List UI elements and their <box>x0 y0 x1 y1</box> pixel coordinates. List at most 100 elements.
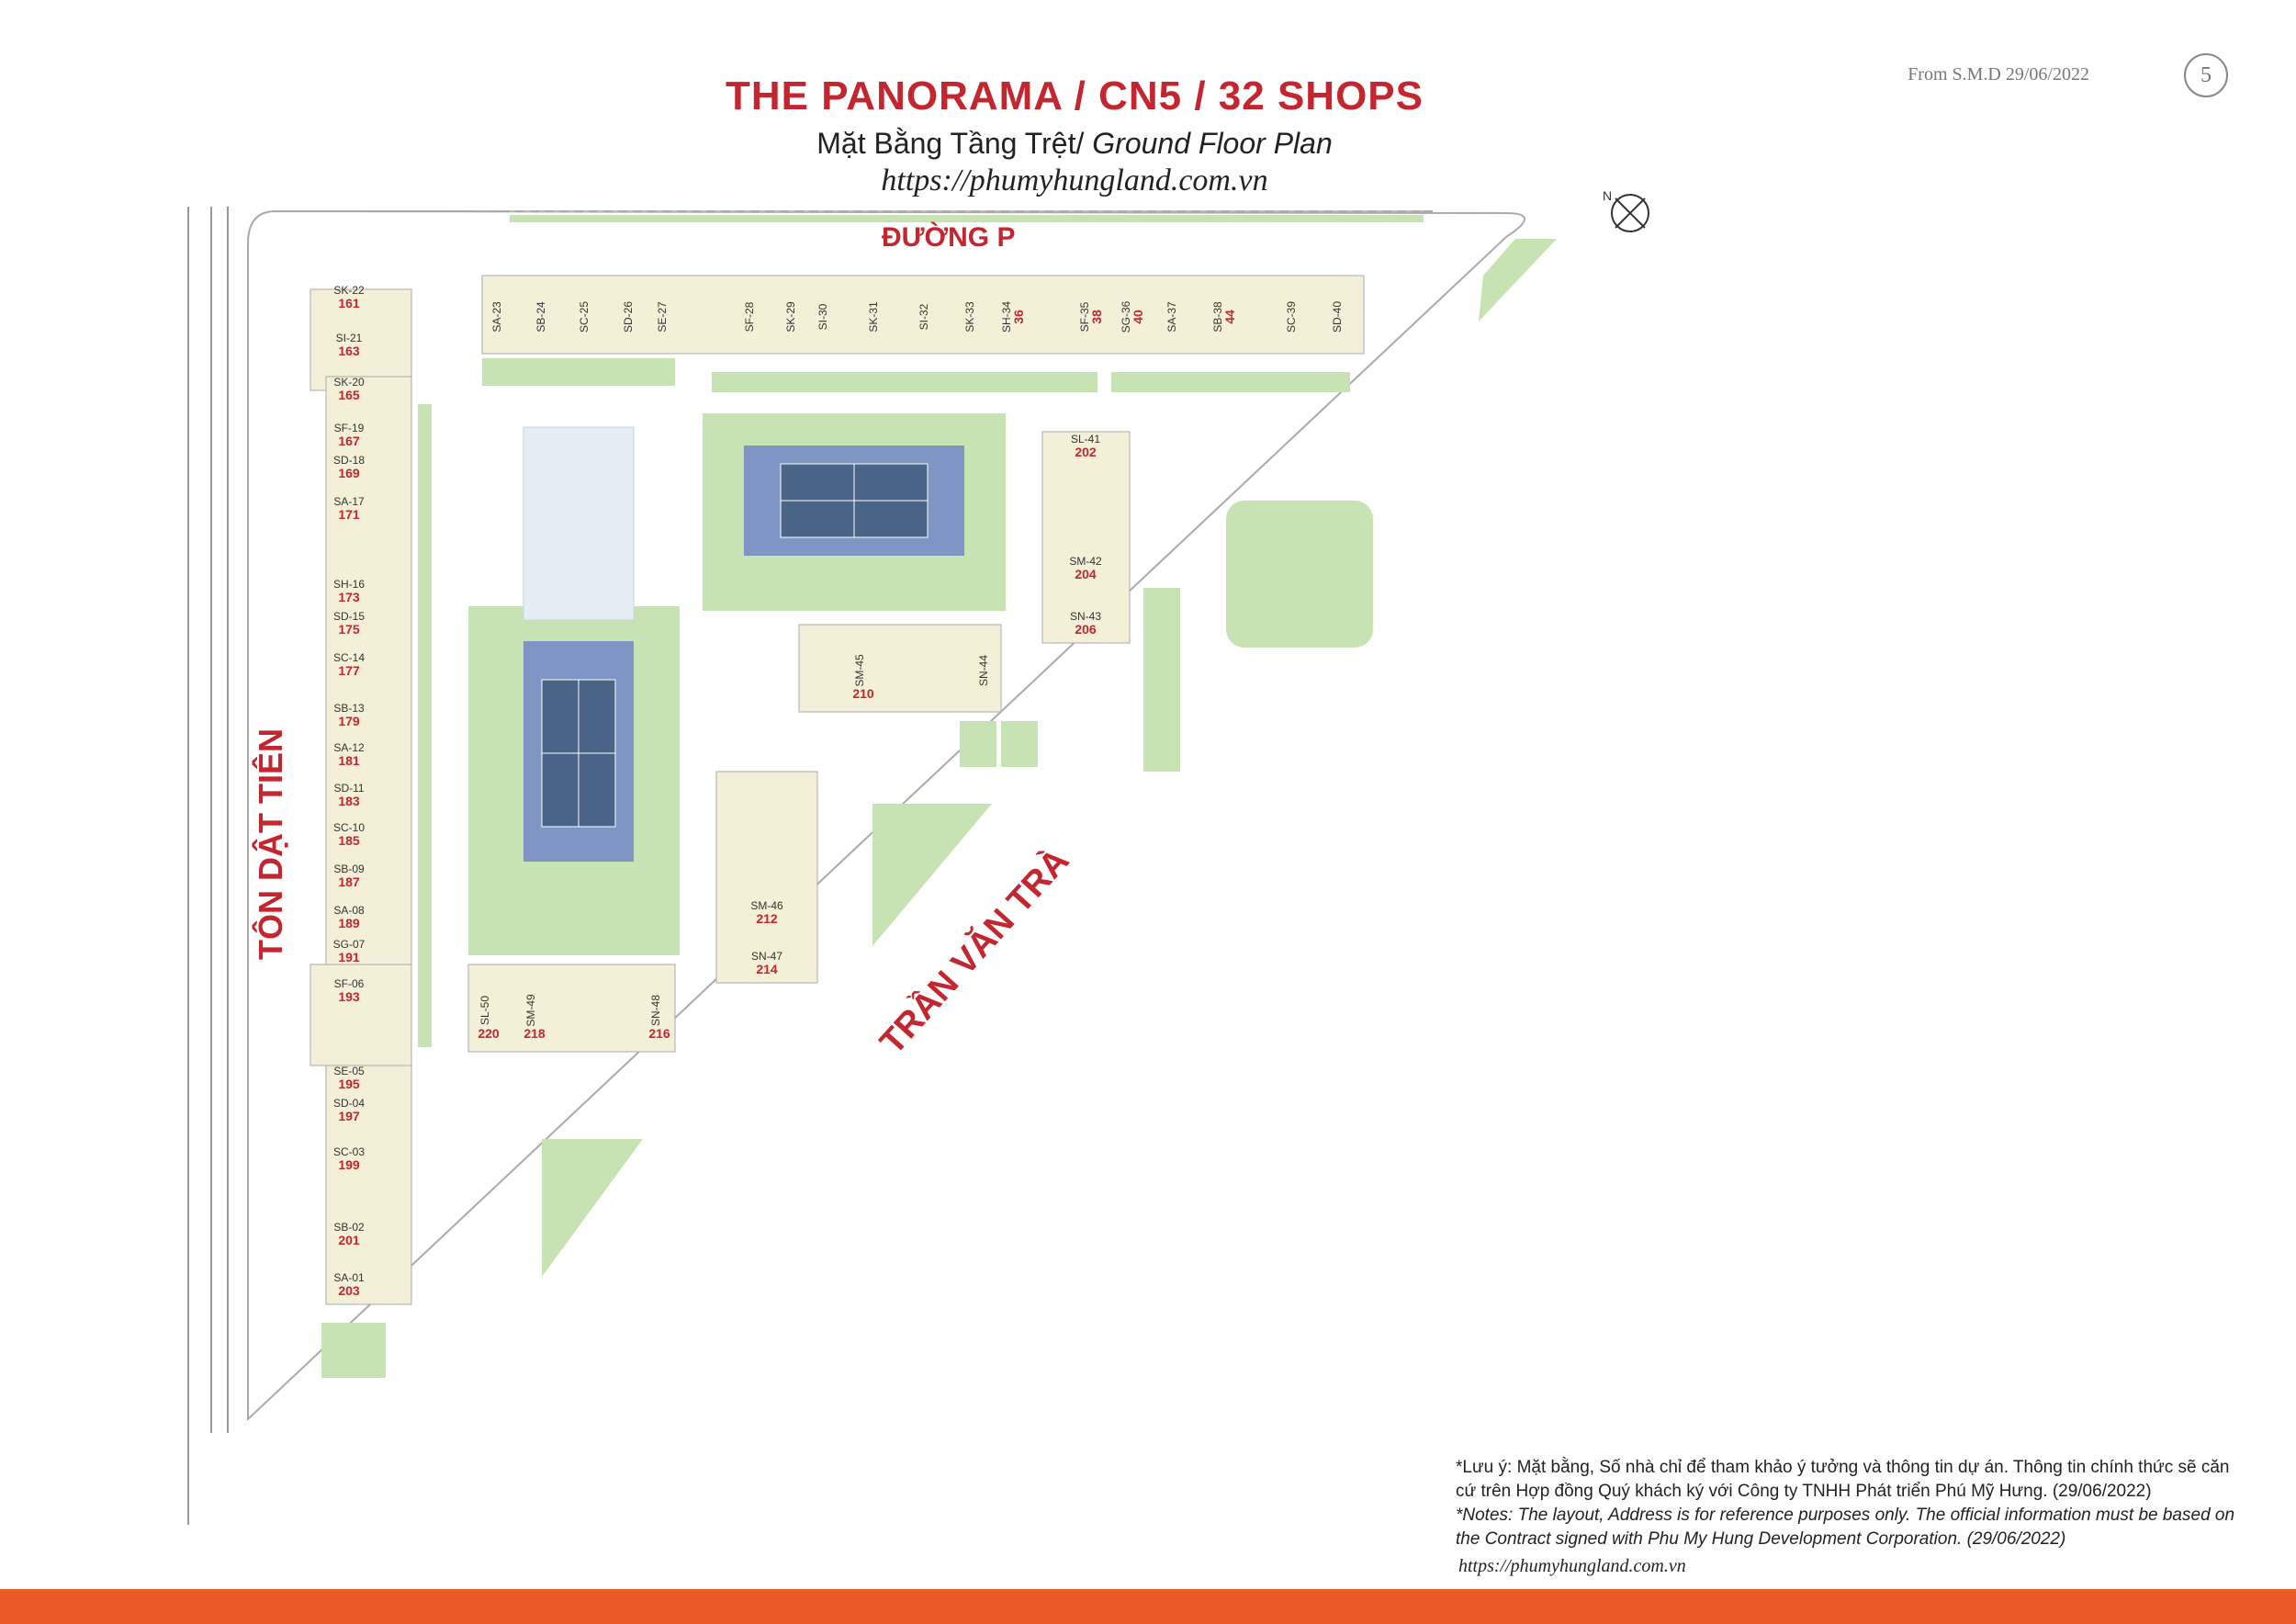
unit-number-label: 36 <box>1011 310 1026 324</box>
unit-number-label: 220 <box>478 1026 500 1041</box>
page-subtitle: Mặt Bằng Tầng Trệt/ Ground Floor Plan <box>0 127 2149 161</box>
disclaimer-en: *Notes: The layout, Address is for refer… <box>1456 1506 2235 1549</box>
unit-code-label: SN-43 <box>1070 610 1101 623</box>
unit-number-label: 185 <box>338 833 360 848</box>
unit-number-label: 38 <box>1089 310 1104 324</box>
unit-code-label: SD-11 <box>333 782 364 795</box>
road-lines <box>187 207 1525 1525</box>
unit-code-label: SA-08 <box>333 904 365 917</box>
footer-website[interactable]: https://phumyhungland.com.vn <box>1458 1556 1686 1576</box>
swimming-pool <box>523 426 635 621</box>
page-number: 5 <box>2184 53 2228 97</box>
unit-code-label: SN-44 <box>977 655 990 686</box>
unit-code-label: SC-25 <box>578 301 591 333</box>
unit-number-label: 165 <box>338 388 360 402</box>
unit-code-label: SB-09 <box>333 863 365 875</box>
unit-number-label: 195 <box>338 1077 360 1091</box>
unit-number-label: 177 <box>338 663 360 678</box>
unit-number-label: 181 <box>338 753 360 768</box>
unit-code-label: SF-19 <box>334 422 365 434</box>
unit-code-label: SB-24 <box>535 301 547 333</box>
unit-code-label: SF-35 <box>1078 301 1091 332</box>
source-date: From S.M.D 29/06/2022 <box>1908 64 2089 85</box>
unit-number-label: 40 <box>1131 310 1145 324</box>
unit-code-label: SI-30 <box>816 303 829 330</box>
unit-code-label: SL-41 <box>1071 433 1100 445</box>
unit-number-label: 191 <box>338 950 360 964</box>
unit-code-label: SK-29 <box>784 301 797 333</box>
unit-number-label: 161 <box>338 296 360 310</box>
unit-number-label: 179 <box>338 714 360 728</box>
unit-code-label: SF-28 <box>743 301 756 332</box>
unit-code-label: SA-23 <box>490 301 503 333</box>
unit-code-label: SK-20 <box>333 376 365 389</box>
unit-code-label: SK-31 <box>867 301 880 333</box>
unit-code-label: SF-06 <box>334 977 365 990</box>
west-building <box>310 288 412 1305</box>
unit-code-label: SC-39 <box>1285 301 1298 333</box>
unit-code-label: SB-38 <box>1211 301 1224 333</box>
east-building <box>1041 431 1131 644</box>
road-west-label: TÔN DẬT TIÊN <box>251 728 289 960</box>
subtitle-en: Ground Floor Plan <box>1092 127 1333 160</box>
unit-number-label: 193 <box>338 989 360 1004</box>
unit-code-label: SD-26 <box>622 301 635 333</box>
unit-code-label: SC-03 <box>333 1145 365 1158</box>
unit-code-label: SL-50 <box>478 996 491 1025</box>
disclaimer-vi: *Lưu ý: Mặt bằng, Số nhà chỉ để tham khả… <box>1456 1458 2230 1501</box>
road-north-label: ĐƯỜNG P <box>882 221 1016 253</box>
unit-number-label: 204 <box>1075 567 1097 581</box>
unit-code-label: SG-07 <box>333 938 366 951</box>
unit-code-label: SB-13 <box>333 702 365 715</box>
unit-code-label: SI-21 <box>336 332 363 344</box>
unit-number-label: 173 <box>338 590 360 604</box>
unit-code-label: SE-27 <box>656 301 669 333</box>
unit-number-label: 210 <box>852 686 874 701</box>
unit-number-label: 44 <box>1222 310 1237 324</box>
unit-code-label: SM-42 <box>1069 555 1102 568</box>
south-building <box>467 964 676 1053</box>
page-title: THE PANORAMA / CN5 / 32 SHOPS <box>725 73 1424 118</box>
unit-number-label: 201 <box>338 1233 360 1247</box>
unit-code-label: SD-18 <box>333 454 365 467</box>
unit-number-label: 163 <box>338 344 360 358</box>
compass-label: N <box>1603 188 1612 203</box>
units-north: SA-23 SB-24 SC-25 SD-26 SE-27 SF-28 SK-29 SI-30… <box>490 300 1344 333</box>
unit-number-label: 183 <box>338 794 360 808</box>
unit-code-label: SD-40 <box>1331 301 1344 333</box>
unit-number-label: 216 <box>648 1026 670 1041</box>
unit-code-label: SH-34 <box>1000 301 1013 333</box>
unit-number-label: 218 <box>523 1026 546 1041</box>
header-website[interactable]: https://phumyhungland.com.vn <box>881 164 1268 197</box>
unit-number-label: 171 <box>338 507 360 522</box>
footer-bar <box>0 1589 2296 1624</box>
unit-code-label: SM-49 <box>524 994 537 1027</box>
unit-number-label: 206 <box>1075 622 1097 637</box>
unit-number-label: 175 <box>338 622 360 637</box>
unit-code-label: SA-37 <box>1165 301 1178 333</box>
unit-code-label: SA-17 <box>333 495 365 508</box>
unit-code-label: SK-22 <box>333 284 365 297</box>
unit-code-label: SA-01 <box>333 1271 365 1284</box>
tennis-court-north <box>744 445 964 556</box>
unit-number-label: 199 <box>338 1157 360 1172</box>
unit-number-label: 212 <box>756 911 778 926</box>
greenery <box>321 215 1557 1378</box>
disclaimer-note: *Lưu ý: Mặt bằng, Số nhà chỉ để tham khả… <box>1456 1456 2236 1551</box>
units-west: SK-22161SI-21163SK-20165SF-19167SD-18169… <box>333 284 366 1298</box>
unit-number-label: 202 <box>1075 445 1097 459</box>
north-compass-icon: N <box>1603 188 1649 232</box>
unit-code-label: SN-47 <box>751 950 782 963</box>
unit-number-label: 189 <box>338 916 360 930</box>
unit-code-label: SM-46 <box>750 899 783 912</box>
unit-code-label: SH-16 <box>333 578 365 591</box>
unit-number-label: 203 <box>338 1283 360 1298</box>
unit-number-label: 169 <box>338 466 360 480</box>
unit-code-label: SI-32 <box>917 303 930 330</box>
unit-code-label: SK-33 <box>963 301 976 333</box>
unit-code-label: SD-04 <box>333 1097 365 1110</box>
unit-code-label: SG-36 <box>1120 300 1132 333</box>
unit-code-label: SC-14 <box>333 651 365 664</box>
